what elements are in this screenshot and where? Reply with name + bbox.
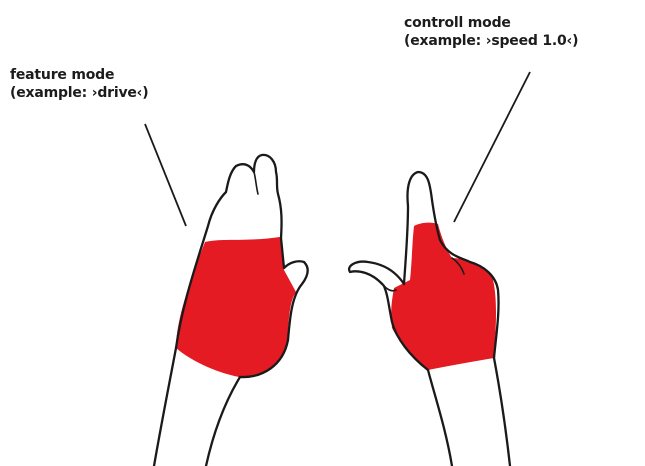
right-hand: [349, 72, 530, 466]
left-forearm-outer: [154, 348, 176, 466]
right-forearm-outer: [428, 370, 452, 466]
left-finger-crease: [254, 172, 258, 194]
left-hand: [145, 124, 308, 466]
left-glove: [176, 237, 296, 377]
left-forearm-inner: [206, 377, 240, 466]
feature-pointer-line: [145, 124, 186, 226]
control-pointer-line: [454, 72, 530, 222]
right-forearm-inner: [494, 358, 510, 466]
